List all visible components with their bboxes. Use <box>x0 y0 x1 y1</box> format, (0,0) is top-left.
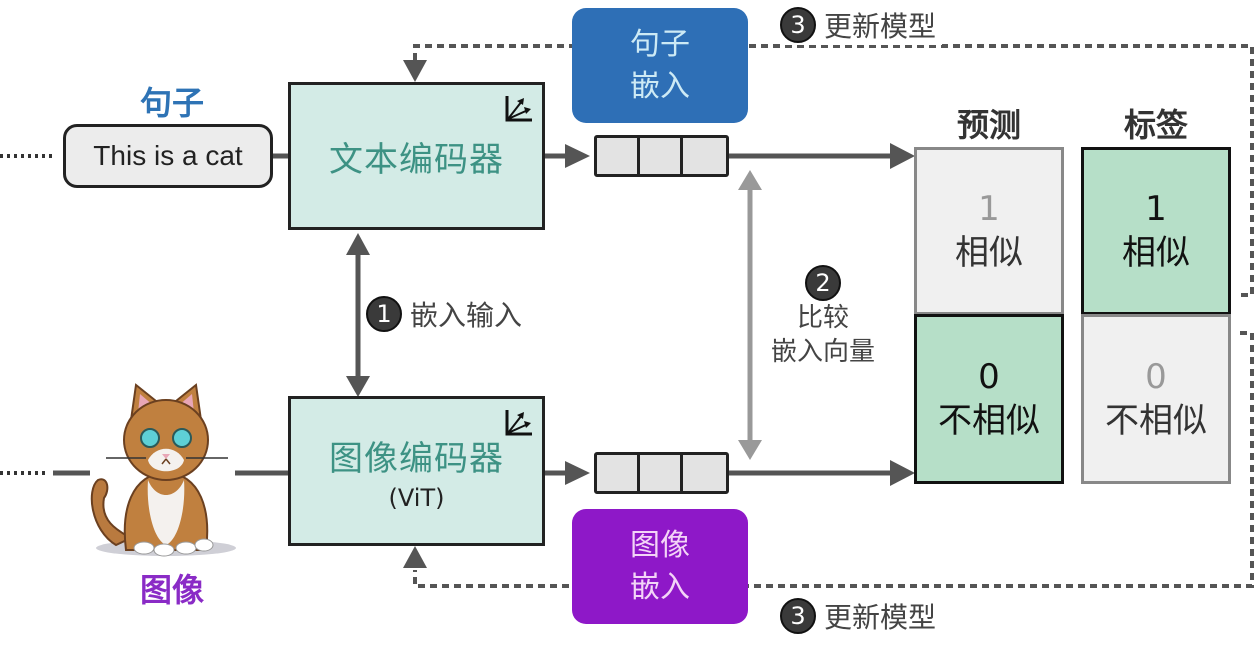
prediction-header: 预测 <box>956 106 1021 144</box>
vector-cell <box>683 455 726 491</box>
cell-value: 1 <box>1145 189 1167 229</box>
vector-cell <box>640 455 683 491</box>
cell-label: 不相似 <box>938 401 1040 441</box>
sentence-input-box: This is a cat <box>63 124 273 188</box>
sentence-embedding-label-line2: 嵌入 <box>630 68 690 104</box>
image-encoder: 图像编码器 (ViT) <box>288 396 545 546</box>
arrowhead <box>890 143 915 169</box>
image-encoder-subtitle: (ViT) <box>388 483 445 512</box>
step1-label: 嵌入输入 <box>410 299 523 332</box>
vector-cell <box>640 138 683 174</box>
sentence-label: 句子 <box>140 84 205 122</box>
arrowhead <box>346 376 370 397</box>
step3-bottom: 3 更新模型 <box>780 596 936 636</box>
step-badge: 2 <box>805 265 841 301</box>
sentence-embedding-vector <box>594 135 729 177</box>
image-embedding-label-line2: 嵌入 <box>630 569 690 605</box>
text-encoder-title: 文本编码器 <box>329 139 504 180</box>
pixel-cat-image <box>90 383 236 557</box>
update-model-loop-top <box>413 44 1254 297</box>
cell-label: 不相似 <box>1105 401 1207 441</box>
step2-label-line2: 嵌入向量 <box>770 337 875 367</box>
update-model-loop-bottom <box>413 331 1254 588</box>
label-header: 标签 <box>1123 106 1188 144</box>
cell-value: 0 <box>1145 357 1167 397</box>
arrowhead <box>738 440 762 460</box>
image-encoder-title: 图像编码器 <box>329 438 504 479</box>
vector-cell <box>683 138 726 174</box>
arrowhead <box>738 170 762 190</box>
cell-value: 1 <box>978 189 1000 229</box>
cell-value: 0 <box>978 357 1000 397</box>
image-embedding-label-line1: 图像 <box>630 527 690 563</box>
step3-top-label: 更新模型 <box>824 10 937 43</box>
prediction-cell-dissimilar: 0 不相似 <box>914 314 1064 484</box>
sentence-embedding-label-line1: 句子 <box>630 26 690 62</box>
image-label: 图像 <box>140 571 205 609</box>
label-cell-similar: 1 相似 <box>1081 147 1231 315</box>
step-badge: 3 <box>780 598 816 634</box>
step3-bottom-label: 更新模型 <box>824 601 937 634</box>
vector-axes-icon <box>505 410 532 436</box>
step2-label-line1: 比较 <box>796 303 849 333</box>
vector-cell <box>597 138 640 174</box>
cell-label: 相似 <box>1122 233 1190 273</box>
step-badge: 3 <box>780 7 816 43</box>
text-encoder: 文本编码器 <box>288 82 545 230</box>
step2: 2 比较 嵌入向量 <box>758 265 888 369</box>
cell-label: 相似 <box>955 233 1023 273</box>
step-badge: 1 <box>366 296 402 332</box>
arrowhead <box>565 144 590 168</box>
step1: 1 嵌入输入 <box>366 294 522 334</box>
arrowhead <box>403 546 427 568</box>
arrowhead <box>346 233 370 255</box>
arrowhead <box>403 60 427 82</box>
step3-top: 3 更新模型 <box>780 5 943 45</box>
sentence-embedding-box: 句子 嵌入 <box>572 8 748 123</box>
arrowhead <box>565 461 590 485</box>
vector-axes-icon <box>505 96 532 122</box>
image-embedding-vector <box>594 452 729 494</box>
prediction-cell-similar: 1 相似 <box>914 147 1064 315</box>
vector-cell <box>597 455 640 491</box>
arrowhead <box>890 460 915 486</box>
image-embedding-box: 图像 嵌入 <box>572 509 748 624</box>
label-cell-dissimilar: 0 不相似 <box>1081 314 1231 484</box>
